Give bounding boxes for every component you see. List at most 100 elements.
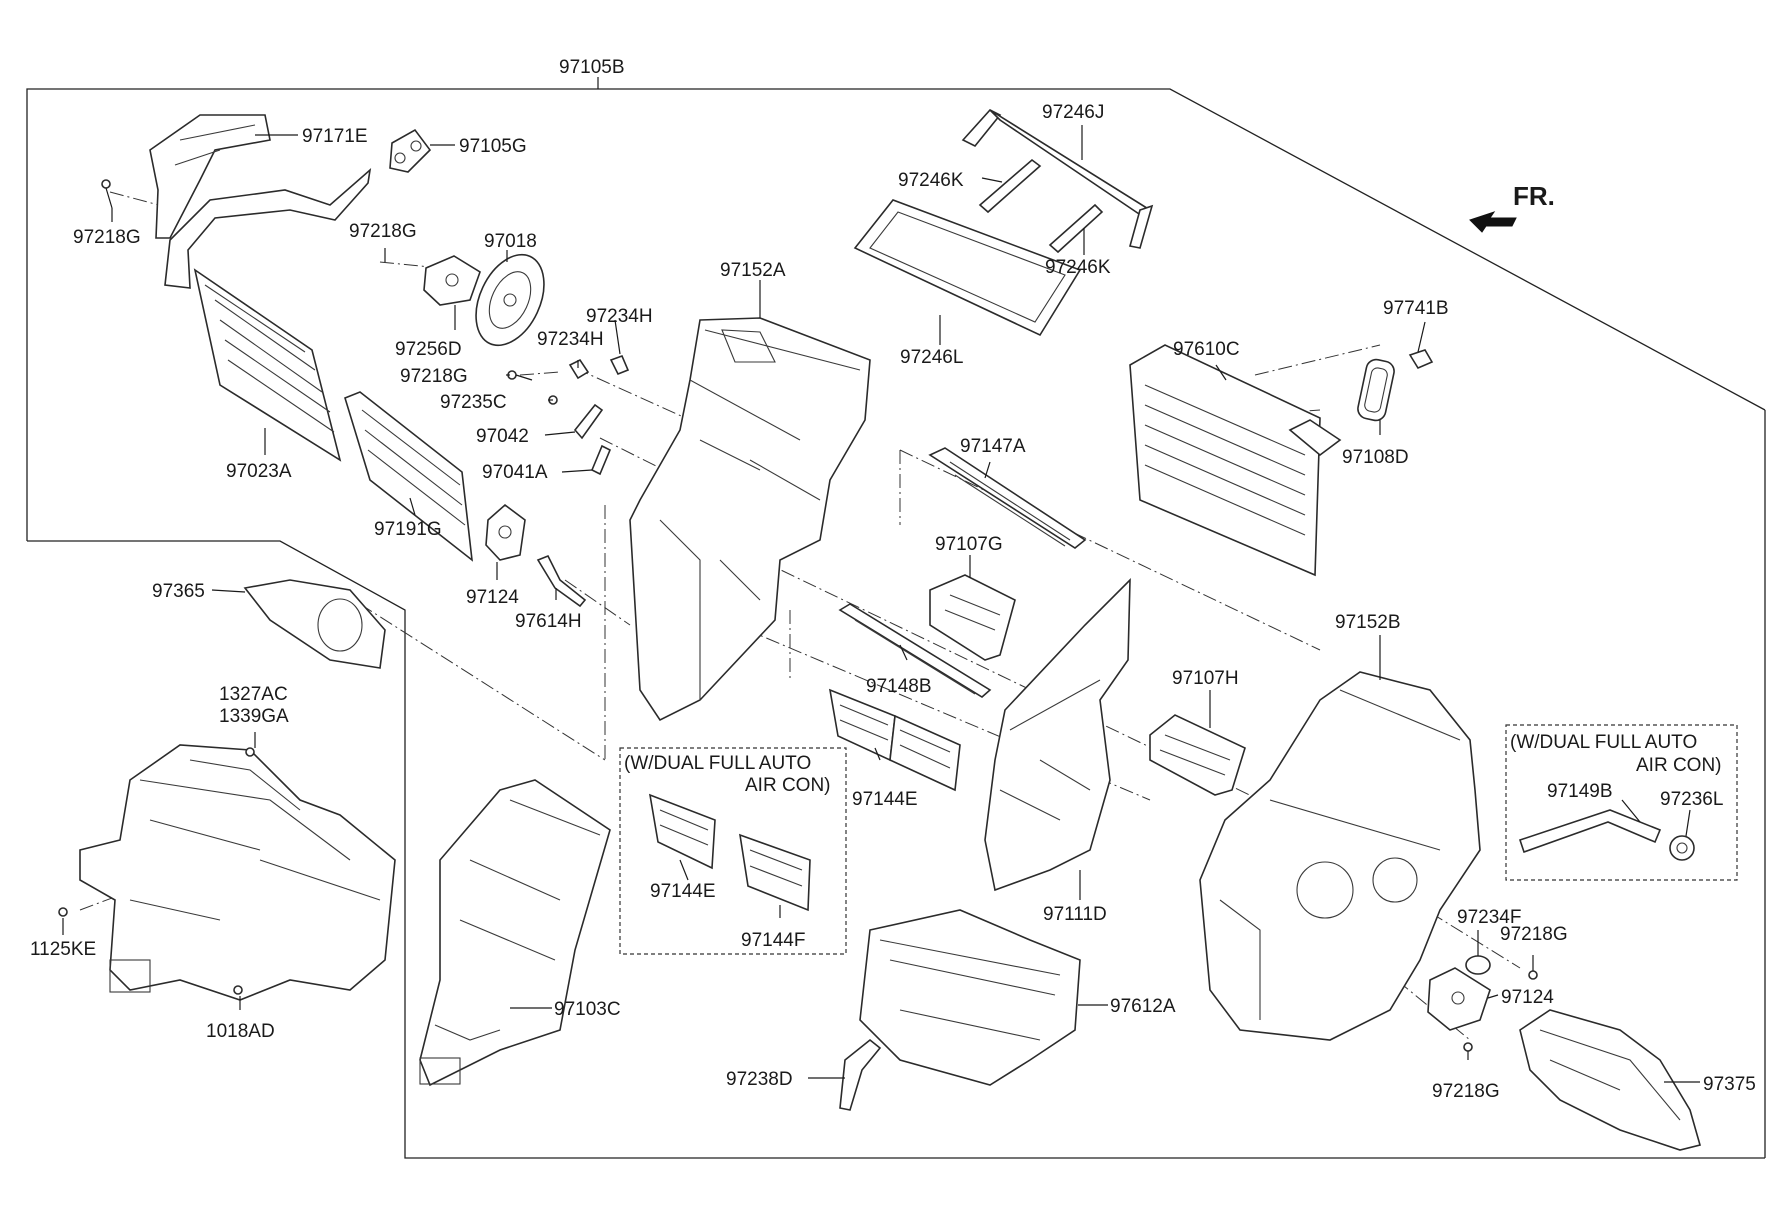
part-97238D-drain-hose bbox=[839, 1038, 882, 1111]
part-97246L-gasket bbox=[853, 199, 1082, 337]
label-97741B: 97741B bbox=[1383, 298, 1449, 319]
part-97144F-door bbox=[739, 833, 811, 912]
part-97246K-seal-a bbox=[978, 158, 1042, 214]
part-97108D-gasket bbox=[1357, 358, 1395, 422]
front-arrow-icon bbox=[1469, 211, 1517, 233]
label-97107G: 97107G bbox=[935, 534, 1003, 555]
part-97614H-sensor bbox=[536, 554, 587, 608]
label-97152B: 97152B bbox=[1335, 612, 1401, 633]
label-97218G-a: 97218G bbox=[73, 227, 141, 248]
part-97236L-valve bbox=[1669, 835, 1695, 861]
dual-auto-option-box-right bbox=[1505, 724, 1738, 881]
part-97149B-hose bbox=[1518, 809, 1662, 854]
part-97152A-heater-case-left bbox=[629, 317, 871, 722]
label-97107H: 97107H bbox=[1172, 668, 1239, 689]
label-97124-b: 97124 bbox=[1501, 987, 1554, 1008]
note-dual-auto-right-line1: (W/DUAL FULL AUTO bbox=[1510, 732, 1697, 753]
label-97105G: 97105G bbox=[459, 136, 527, 157]
part-97107H-duct bbox=[1149, 714, 1246, 796]
label-97148B: 97148B bbox=[866, 676, 932, 697]
part-97111D-case-center bbox=[984, 578, 1131, 892]
part-97610C-evaporator bbox=[1129, 344, 1342, 577]
label-1125KE: 1125KE bbox=[30, 939, 96, 960]
part-97218G-screw-d bbox=[1528, 970, 1538, 980]
part-97191G-filter bbox=[344, 391, 474, 562]
label-97103C: 97103C bbox=[554, 999, 621, 1020]
label-97111D: 97111D bbox=[1043, 904, 1107, 925]
option-notes: (W/DUAL FULL AUTO AIR CON) (W/DUAL FULL … bbox=[624, 732, 1722, 796]
part-97234F-link bbox=[1465, 955, 1491, 975]
label-97365: 97365 bbox=[152, 581, 205, 602]
label-97144E-a: 97144E bbox=[852, 789, 918, 810]
part-97107G-duct bbox=[929, 574, 1016, 661]
part-97171E-pipe-bracket bbox=[149, 114, 271, 239]
part-97148B-door bbox=[838, 603, 992, 698]
part-hvac-assembly bbox=[58, 744, 396, 1001]
part-97234H-link-b bbox=[609, 354, 630, 376]
label-97149B: 97149B bbox=[1547, 781, 1613, 802]
part-97218G-screw-a bbox=[101, 179, 113, 209]
part-labels: 97105B 97171E 97105G 97218G 97218G 97018… bbox=[30, 57, 1756, 1102]
part-97144E-door-b bbox=[648, 793, 716, 870]
label-97023A: 97023A bbox=[226, 461, 292, 482]
label-97124-a: 97124 bbox=[466, 587, 519, 608]
label-97218G-d: 97218G bbox=[1500, 924, 1568, 945]
label-97105B: 97105B bbox=[559, 57, 625, 78]
label-97610C: 97610C bbox=[1173, 339, 1240, 360]
part-97124-actuator-a bbox=[485, 503, 526, 561]
part-97144E-door-a bbox=[828, 688, 961, 792]
part-97375-duct bbox=[1519, 1009, 1701, 1151]
part-97042-lever bbox=[573, 403, 604, 440]
label-1327AC: 1327AC bbox=[219, 684, 288, 705]
part-97041A-lever bbox=[590, 444, 612, 476]
label-97018: 97018 bbox=[484, 231, 537, 252]
part-97612A-lower-case bbox=[859, 909, 1081, 1086]
part-97365-duct bbox=[243, 579, 386, 669]
label-97375: 97375 bbox=[1703, 1074, 1756, 1095]
leader-lines bbox=[62, 125, 1700, 1083]
label-97235C: 97235C bbox=[440, 392, 507, 413]
label-97191G: 97191G bbox=[374, 519, 442, 540]
label-97218G-e: 97218G bbox=[1432, 1081, 1500, 1102]
part-97105G-grommet bbox=[389, 128, 432, 173]
part-97246J-seal bbox=[961, 109, 1154, 249]
label-1339GA: 1339GA bbox=[219, 706, 289, 727]
label-97234H-a: 97234H bbox=[586, 306, 653, 327]
label-97612A: 97612A bbox=[1110, 996, 1176, 1017]
front-indicator-label: FR. bbox=[1513, 181, 1555, 211]
label-1018AD: 1018AD bbox=[206, 1021, 275, 1042]
part-97124-actuator-b bbox=[1427, 967, 1491, 1031]
part-97246K-seal-b bbox=[1048, 203, 1104, 254]
note-dual-auto-right-line2: AIR CON) bbox=[1636, 755, 1722, 776]
label-97108D: 97108D bbox=[1342, 447, 1409, 468]
label-97171E: 97171E bbox=[302, 126, 368, 147]
note-dual-auto-center-line1: (W/DUAL FULL AUTO bbox=[624, 753, 811, 774]
part-97234H-link-a bbox=[568, 358, 590, 380]
assembly-boundary bbox=[26, 77, 1766, 1159]
note-dual-auto-center-line2: AIR CON) bbox=[745, 775, 831, 796]
label-97614H: 97614H bbox=[515, 611, 582, 632]
label-97246K-b: 97246K bbox=[1045, 257, 1111, 278]
part-97018-motor bbox=[475, 253, 545, 347]
label-97234H-b: 97234H bbox=[537, 329, 604, 350]
part-97152B-heater-case-right bbox=[1199, 671, 1481, 1041]
label-97042: 97042 bbox=[476, 426, 529, 447]
label-97234F: 97234F bbox=[1457, 907, 1521, 928]
label-97236L: 97236L bbox=[1660, 789, 1723, 810]
label-97218G-c: 97218G bbox=[400, 366, 468, 387]
label-97246K-a: 97246K bbox=[898, 170, 964, 191]
label-97152A: 97152A bbox=[720, 260, 786, 281]
label-97256D: 97256D bbox=[395, 339, 462, 360]
label-97246L: 97246L bbox=[900, 347, 963, 368]
label-97246J: 97246J bbox=[1042, 102, 1104, 123]
label-97218G-b: 97218G bbox=[349, 221, 417, 242]
label-97041A: 97041A bbox=[482, 462, 548, 483]
part-97218G-screw-e bbox=[1463, 1042, 1473, 1052]
part-97103C-duct bbox=[419, 779, 611, 1087]
label-97144F: 97144F bbox=[741, 930, 805, 951]
part-97741B-clip bbox=[1408, 349, 1434, 370]
part-97147A-door bbox=[928, 447, 1087, 549]
part-97023A-heater-core bbox=[164, 167, 372, 462]
part-97218G-screw-c bbox=[507, 370, 533, 381]
